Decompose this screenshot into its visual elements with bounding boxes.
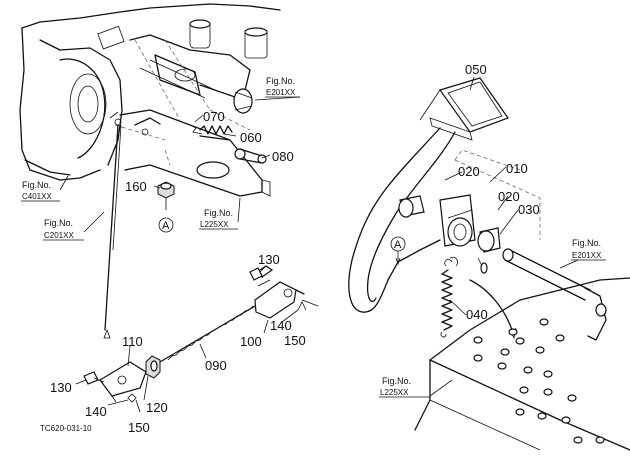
part-140-label-lower: 140 — [85, 404, 107, 419]
clevis-100 — [254, 265, 305, 319]
part-150-label-upper: 150 — [284, 333, 306, 348]
leader-lines — [59, 76, 579, 406]
part-140-label-upper: 140 — [270, 318, 292, 333]
part-030-label: 030 — [518, 202, 540, 217]
part-090-label: 090 — [205, 358, 227, 373]
fig-ref-label: Fig.No. — [204, 208, 233, 218]
fig-ref-code: E201XX — [266, 88, 296, 97]
part-160-label: 160 — [125, 179, 147, 194]
fig-ref-label: Fig.No. — [382, 376, 411, 386]
fig-ref-code: L225XX — [200, 220, 229, 229]
part-010-label: 010 — [506, 161, 528, 176]
nut-160 — [157, 181, 175, 210]
bolt-130-upper — [249, 267, 263, 281]
figure-ref-e201-right: Fig.No. E201XX — [571, 238, 606, 261]
figure-ref-c401: Fig.No. C401XX — [21, 180, 60, 202]
part-020-label-a: 020 — [458, 164, 480, 179]
rod-linkage — [103, 124, 122, 339]
fig-ref-code: C201XX — [44, 231, 74, 240]
part-120-label: 120 — [146, 400, 168, 415]
part-150-label-lower: 150 — [128, 420, 150, 435]
fig-ref-code: L225XX — [380, 388, 409, 397]
brake-pedal-assembly — [348, 77, 607, 341]
plate-holes — [473, 318, 605, 444]
marker-a-right-text: A — [394, 239, 402, 251]
figure-ref-l225-mid: Fig.No. L225XX — [199, 208, 238, 230]
part-060-label: 060 — [240, 130, 262, 145]
marker-a-left-text: A — [162, 220, 170, 232]
pin-140-150-upper — [297, 299, 319, 311]
part-050-label: 050 — [465, 62, 487, 77]
step-plate — [414, 277, 630, 451]
return-spring-040 — [440, 259, 517, 340]
fig-ref-code: E201XX — [572, 251, 602, 260]
marker-a-left: A — [158, 217, 174, 233]
drawing-code: TC620-031-10 — [40, 424, 92, 433]
fig-ref-label: Fig.No. — [572, 238, 601, 248]
fig-ref-label: Fig.No. — [266, 76, 295, 86]
bolt-130-lower — [83, 371, 105, 385]
part-number-labels: 050 010 020 020 030 040 070 060 080 160 … — [50, 62, 540, 435]
fig-ref-label: Fig.No. — [22, 180, 51, 190]
part-130-label-upper: 130 — [258, 252, 280, 267]
fig-ref-label: Fig.No. — [44, 218, 73, 228]
part-080-label: 080 — [272, 149, 294, 164]
marker-a-right: A — [390, 236, 406, 266]
pin-140-150-lower — [127, 393, 141, 413]
part-040-label: 040 — [466, 307, 488, 322]
part-070-label: 070 — [203, 109, 225, 124]
figure-ref-e201-top: Fig.No. E201XX — [265, 76, 300, 98]
transmission-housing — [19, 3, 281, 197]
part-100-label: 100 — [240, 334, 262, 349]
part-130-label-lower: 130 — [50, 380, 72, 395]
clevis-110 — [99, 361, 147, 403]
fig-ref-code: C401XX — [22, 192, 52, 201]
nut-120 — [145, 355, 161, 379]
part-020-label-b: 020 — [498, 189, 520, 204]
part-110-label: 110 — [122, 334, 143, 349]
threaded-rod-090 — [159, 305, 256, 363]
figure-ref-l225-bottom: Fig.No. L225XX — [379, 376, 430, 398]
figure-ref-c201: Fig.No. C201XX — [43, 218, 84, 241]
